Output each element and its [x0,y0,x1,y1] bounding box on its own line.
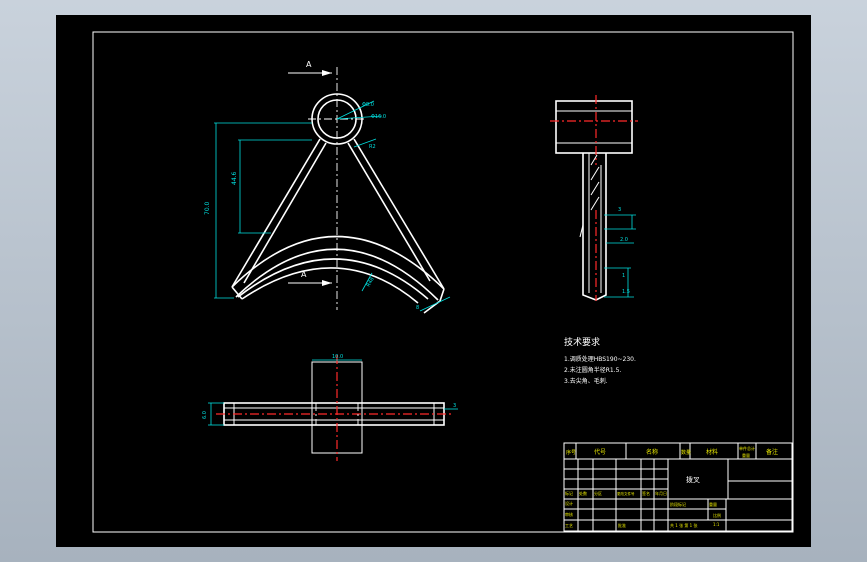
tb-r-chushu: 处数 [579,490,587,496]
tb-r-riqi: 年月日 [655,490,667,496]
fork-arc-mid2 [237,258,429,300]
hatch-4 [590,196,600,211]
hatch-3 [590,181,600,196]
tb-r-wenjian: 更改文件号 [617,491,635,496]
dim-t-right: 3 [453,403,456,409]
tb-r-gongyi: 工艺 [565,523,573,528]
tb-h-zhong: 单件总计 [739,445,755,451]
title-block-frame [563,442,793,532]
tb-h-zhong2: 重量 [742,452,750,458]
dim-r-arc: R48 [366,276,376,288]
rib-right-inner [347,142,431,282]
rib-right-outer [353,138,445,290]
dim-w-tip: 8 [416,305,419,311]
technical-requirements: 技术要求 1.调质处理HBS190~230. 2.未注圆角半径R1.5. 3.去… [564,336,636,385]
tb-h-mingcheng: 名称 [646,448,658,456]
tb-r-biaoji: 标记 [565,490,573,496]
dim-s4: 1.5 [622,289,630,295]
tb-h-shu: 数量 [681,449,691,456]
tech-title: 技术要求 [564,336,600,348]
dim-s3: 1 [622,273,625,279]
hatch-2 [590,166,600,181]
tb-r-shenhe: 审核 [565,511,573,517]
tb-r-zhongliang: 重量 [709,501,717,507]
side-view: 3 2.0 1 1.5 [550,95,638,301]
tb-h-beizhu: 备注 [766,448,778,456]
tech-req-2: 2.未注圆角半径R1.5. [564,366,621,374]
tb-r-bili: 比例 [713,512,721,518]
rib-left-outer [231,138,321,288]
dim-leader-r [353,138,377,148]
drawing-sheet: A A 70.0 44.6 Φ8.0 Φ16.0 R [56,15,811,547]
dim-t-left: 6.0 [202,411,208,419]
dim-d-outer: Φ16.0 [371,114,386,120]
fork-arc-inner [231,235,445,290]
drawing-canvas: A A 70.0 44.6 Φ8.0 Φ16.0 R [92,31,794,533]
dim-d-hole: Φ8.0 [362,102,374,108]
tb-h-cailiao: 材料 [706,448,718,456]
tb-scale-val: 1:1 [713,522,720,527]
fork-arc-mid [235,248,439,301]
tb-h-daihao: 代号 [594,448,606,456]
dim-s1: 3 [618,207,621,213]
drawing-frame [92,31,794,533]
tb-r-qianming: 签名 [642,490,650,496]
section-arrow-bottom [322,280,332,286]
dim-h-inner: 44.6 [231,171,238,185]
section-label-bottom: A [301,270,307,279]
top-view: 10.0 6.0 3 [202,354,458,461]
fork-tip-left [231,286,243,300]
dim-w-top: 10.0 [332,354,343,360]
tb-part-name: 拨叉 [686,475,700,484]
tb-sheets: 共 1 张 第 1 张 [670,522,697,528]
hatch-1 [590,154,598,166]
side-hub [555,100,633,154]
tb-r-sheji: 设计 [565,500,573,506]
tech-req-3: 3.去尖角、毛刺. [564,377,608,385]
fork-tip-right [423,288,445,314]
tech-req-1: 1.调质处理HBS190~230. [564,355,636,363]
side-web-notch [579,224,584,238]
dim-leader-hole [336,100,375,120]
section-label-top: A [306,60,312,69]
title-block: 序号 代号 名称 数量 材料 单件总计 重量 备注 标记 处数 分区 更改文件号… [563,442,793,532]
tb-r-jieduan: 阶段标记 [670,501,686,507]
section-arrow-top [322,70,332,76]
front-view: A A 70.0 44.6 Φ8.0 Φ16.0 R [204,60,451,314]
tb-r-fenqu: 分区 [594,490,602,496]
fork-arc-outer [241,267,419,304]
tb-r-pizhun: 批准 [618,522,626,528]
dim-h-total: 70.0 [204,201,211,215]
dim-r-small: R2 [369,144,376,150]
tb-h-xu: 序号 [566,449,576,456]
dim-s2: 2.0 [620,237,628,243]
dim-leader-tip [419,296,451,312]
dim-leader-arc [361,272,373,292]
dim-leader-outer [336,115,383,120]
rib-left-inner [243,142,327,284]
